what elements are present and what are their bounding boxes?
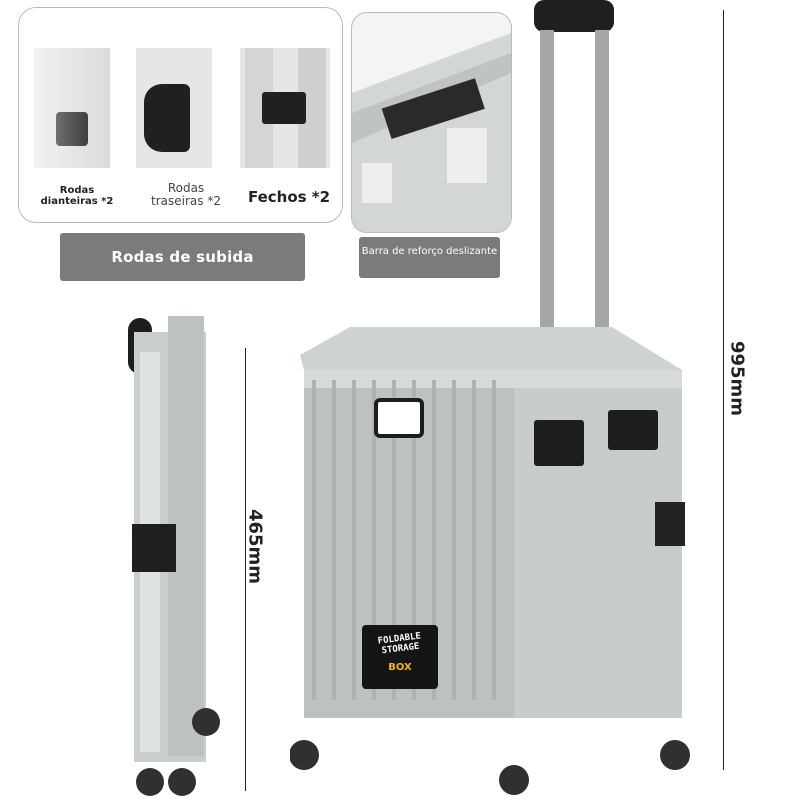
- total-height-line: [723, 10, 724, 770]
- total-height-label: 995mm: [726, 340, 748, 417]
- folded-cart-illustration: [128, 316, 220, 796]
- wheel-and-clasp-detail-card: Rodas dianteiras *2 Rodas traseiras *2 F…: [18, 7, 343, 223]
- clasps-caption: Fechos *2: [247, 188, 331, 206]
- reinforcement-bar-label: Barra de reforço deslizante: [361, 246, 498, 257]
- climbing-wheels-banner: Rodas de subida atualizadas: [60, 233, 305, 314]
- rear-wheel-photo: [136, 48, 212, 168]
- reinforcement-bar-detail-card: [351, 12, 512, 233]
- reinforcement-bar-banner: Barra de reforço deslizante: [359, 237, 500, 278]
- folded-height-line: [245, 348, 246, 791]
- folded-height-label: 465mm: [244, 508, 266, 585]
- front-wheels-caption: Rodas dianteiras *2: [40, 185, 114, 207]
- rear-wheels-caption: Rodas traseiras *2: [151, 181, 221, 208]
- clasp-photo: [240, 48, 330, 168]
- storage-cart-illustration: [290, 0, 690, 795]
- box-label-line2: BOX: [388, 662, 412, 673]
- front-wheel-photo: [34, 48, 110, 168]
- reinforcement-bar-photo: [352, 33, 511, 232]
